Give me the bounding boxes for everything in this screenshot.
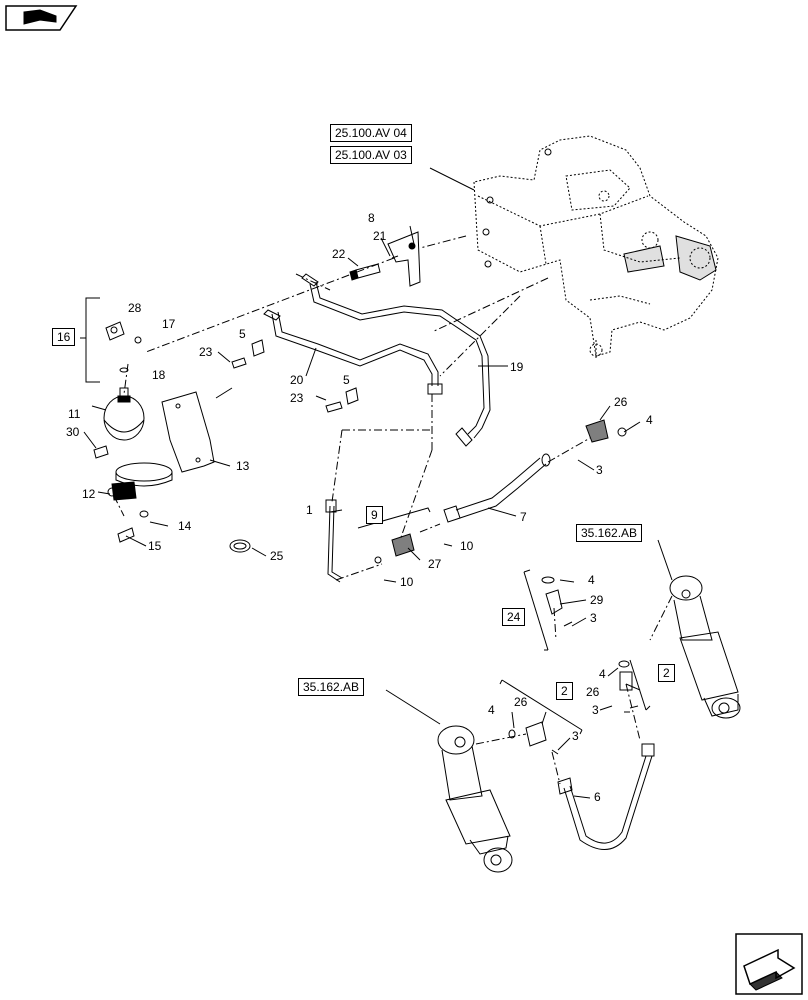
hose-7 xyxy=(443,453,551,523)
axle-frame xyxy=(473,135,719,360)
leader-lines xyxy=(80,167,673,799)
callout-30: 30 xyxy=(66,425,80,439)
group-box-9[interactable]: 9 xyxy=(366,506,383,524)
callout-22: 22 xyxy=(332,247,346,261)
callout-11: 11 xyxy=(68,407,81,421)
book-icon xyxy=(5,5,78,31)
callout-12: 12 xyxy=(82,487,96,501)
pipe-19 xyxy=(309,281,491,447)
callout-3c: 3 xyxy=(592,703,599,717)
next-page-button[interactable] xyxy=(736,934,802,994)
callout-23b: 23 xyxy=(290,391,304,405)
bracket-8 xyxy=(387,231,421,287)
callout-28: 28 xyxy=(128,301,142,315)
callout-5a: 5 xyxy=(239,327,246,341)
callout-4d: 4 xyxy=(488,703,495,717)
callout-10b: 10 xyxy=(400,575,414,589)
callout-17: 17 xyxy=(162,317,176,331)
next-page-arrow-icon xyxy=(735,933,803,995)
callout-21: 21 xyxy=(373,229,387,243)
callout-27: 27 xyxy=(428,557,442,571)
clip-5 xyxy=(251,339,359,405)
ref-box-25100av03[interactable]: 25.100.AV 03 xyxy=(330,146,412,164)
callout-14: 14 xyxy=(178,519,192,533)
hose-6 xyxy=(557,743,655,850)
bolt-30 xyxy=(93,445,109,459)
bolt-22 xyxy=(349,263,381,281)
bolt-23 xyxy=(231,357,343,413)
callout-26b: 26 xyxy=(586,685,600,699)
callout-8: 8 xyxy=(368,211,375,225)
seal-17 xyxy=(134,336,142,344)
bolt-15 xyxy=(117,527,135,543)
seal-18 xyxy=(119,367,129,373)
callout-3b: 3 xyxy=(590,611,597,625)
group-box-16[interactable]: 16 xyxy=(52,328,76,346)
ref-box-25100av04[interactable]: 25.100.AV 04 xyxy=(330,124,412,142)
accumulator-11 xyxy=(103,387,145,441)
callout-4a: 4 xyxy=(646,413,653,427)
clamp-25 xyxy=(229,539,251,553)
callout-3d: 3 xyxy=(572,729,579,743)
group-box-2-mid[interactable]: 2 xyxy=(556,682,573,700)
group-box-24[interactable]: 24 xyxy=(502,608,526,626)
callout-26a: 26 xyxy=(614,395,628,409)
assembly-lines xyxy=(113,235,673,785)
bracket-13 xyxy=(161,391,215,473)
callout-18: 18 xyxy=(152,368,166,382)
callout-4b: 4 xyxy=(588,573,595,587)
callout-13: 13 xyxy=(236,459,250,473)
callout-6: 6 xyxy=(594,790,601,804)
fitting-29 xyxy=(541,576,573,627)
group-box-2-right[interactable]: 2 xyxy=(658,664,675,682)
callout-10a: 10 xyxy=(460,539,474,553)
cylinder-right xyxy=(669,575,741,719)
callout-19: 19 xyxy=(510,360,524,374)
callout-23a: 23 xyxy=(199,345,213,359)
tee-26-mid xyxy=(508,721,559,755)
ref-box-35162ab-right[interactable]: 35.162.AB xyxy=(576,524,643,542)
clamp-12 xyxy=(107,462,173,501)
cylinder-left xyxy=(437,725,513,873)
callout-1: 1 xyxy=(306,503,313,517)
book-button[interactable] xyxy=(6,6,74,30)
tee-27 xyxy=(374,533,415,564)
ref-box-35162ab-left[interactable]: 35.162.AB xyxy=(298,678,365,696)
callout-29: 29 xyxy=(590,593,604,607)
callout-20: 20 xyxy=(290,373,304,387)
tee-26 xyxy=(585,419,627,443)
pipe-20 xyxy=(263,273,443,395)
fitting-28 xyxy=(105,321,125,341)
fitting-26-right xyxy=(618,660,639,709)
callout-15: 15 xyxy=(148,539,162,553)
callout-25: 25 xyxy=(270,549,284,563)
callout-5b: 5 xyxy=(343,373,350,387)
pipe-1 xyxy=(325,499,343,583)
washer-14 xyxy=(139,510,149,518)
callout-3a: 3 xyxy=(596,463,603,477)
callout-4c: 4 xyxy=(599,667,606,681)
callout-26c: 26 xyxy=(514,695,528,709)
callout-7: 7 xyxy=(520,510,527,524)
